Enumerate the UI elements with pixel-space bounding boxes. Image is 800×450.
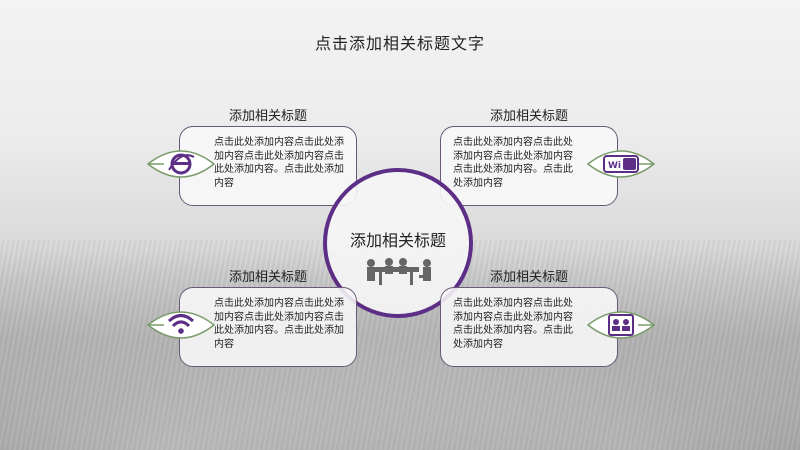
card-heading-bottom-right[interactable]: 添加相关标题 [489,270,568,285]
wifi-badge-text: Wi Fi [608,161,633,171]
card-body-top-right: 点击此处添加内容点击此处添加内容点击此处添加内容点击此处添加内容。点击此处添加内… [453,137,573,189]
card-bottom-right[interactable]: 点击此处添加内容点击此处添加内容点击此处添加内容点击此处添加内容。点击此处添加内… [440,287,618,367]
meeting-people-icon [365,257,437,291]
card-heading-top-right[interactable]: 添加相关标题 [489,109,568,124]
card-body-bottom-right: 点击此处添加内容点击此处添加内容点击此处添加内容点击此处添加内容。点击此处添加内… [453,298,573,350]
contacts-card-icon [586,305,656,345]
card-heading-top-left[interactable]: 添加相关标题 [228,109,307,124]
card-body-bottom-left: 点击此处添加内容点击此处添加内容点击此处添加内容点击此处添加内容。点击此处添加内… [214,298,344,350]
wifi-icon [146,305,216,345]
wifi-badge-icon: Wi Fi [586,144,656,184]
internet-explorer-icon [146,144,216,184]
card-heading-bottom-left[interactable]: 添加相关标题 [228,270,307,285]
card-body-top-left: 点击此处添加内容点击此处添加内容点击此处添加内容点击此处添加内容。点击此处添加内… [214,137,344,189]
center-title: 添加相关标题 [349,231,446,250]
card-top-right[interactable]: 点击此处添加内容点击此处添加内容点击此处添加内容点击此处添加内容。点击此处添加内… [440,126,618,206]
slide-title[interactable]: 点击添加相关标题文字 [314,34,485,53]
